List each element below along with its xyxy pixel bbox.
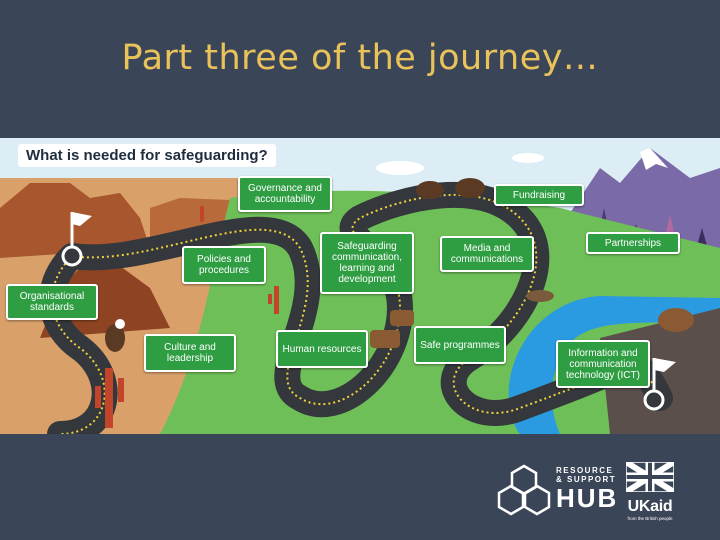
- sign-fundraising: Fundraising: [494, 184, 584, 206]
- cactus-icon: [268, 286, 279, 314]
- sign-media: Media and communications: [440, 236, 534, 272]
- sign-human-resources: Human resources: [276, 330, 368, 368]
- ukaid-tagline: from the British people: [627, 516, 673, 521]
- hub-big: HUB: [556, 483, 619, 513]
- hub-logo-icon: [497, 464, 551, 516]
- sign-safe-programmes: Safe programmes: [414, 326, 506, 364]
- sign-governance: Governance and accountability: [238, 176, 332, 212]
- cloud-icon: [376, 161, 424, 175]
- hub-logo-text: RESOURCE & SUPPORT HUB: [556, 466, 618, 511]
- infographic-title: What is needed for safeguarding?: [18, 144, 276, 167]
- sign-partnerships: Partnerships: [586, 232, 680, 254]
- ukaid-text: UKaid: [627, 498, 673, 515]
- eagle-icon: [105, 319, 125, 352]
- sign-policies: Policies and procedures: [182, 246, 266, 284]
- moose-icon: [370, 310, 414, 348]
- bison-icon: [416, 178, 485, 199]
- sign-organisational: Organisational standards: [6, 284, 98, 320]
- finish-flag-icon: [643, 358, 676, 411]
- union-flag-icon: [624, 459, 676, 495]
- beaver-icon: [526, 290, 554, 302]
- cactus-icon: [200, 206, 204, 222]
- snow-cap: [640, 148, 668, 170]
- cloud-icon: [512, 153, 544, 163]
- start-flag-icon: [61, 212, 92, 267]
- river: [508, 296, 720, 434]
- ukaid-logo: UKaid from the British people: [624, 459, 676, 521]
- hub-line1: RESOURCE: [556, 466, 614, 475]
- sign-safeguarding-communication: Safeguarding communication, learning and…: [320, 232, 414, 294]
- hub-line2: & SUPPORT: [556, 475, 617, 484]
- slide-title: Part three of the journey…: [121, 38, 599, 78]
- safeguarding-journey-infographic: What is needed for safeguarding? Governa…: [0, 138, 720, 434]
- sign-ict: Information and communication technology…: [556, 340, 650, 388]
- sign-culture: Culture and leadership: [144, 334, 236, 372]
- bear-icon: [658, 308, 694, 332]
- cactus-icon: [95, 368, 124, 428]
